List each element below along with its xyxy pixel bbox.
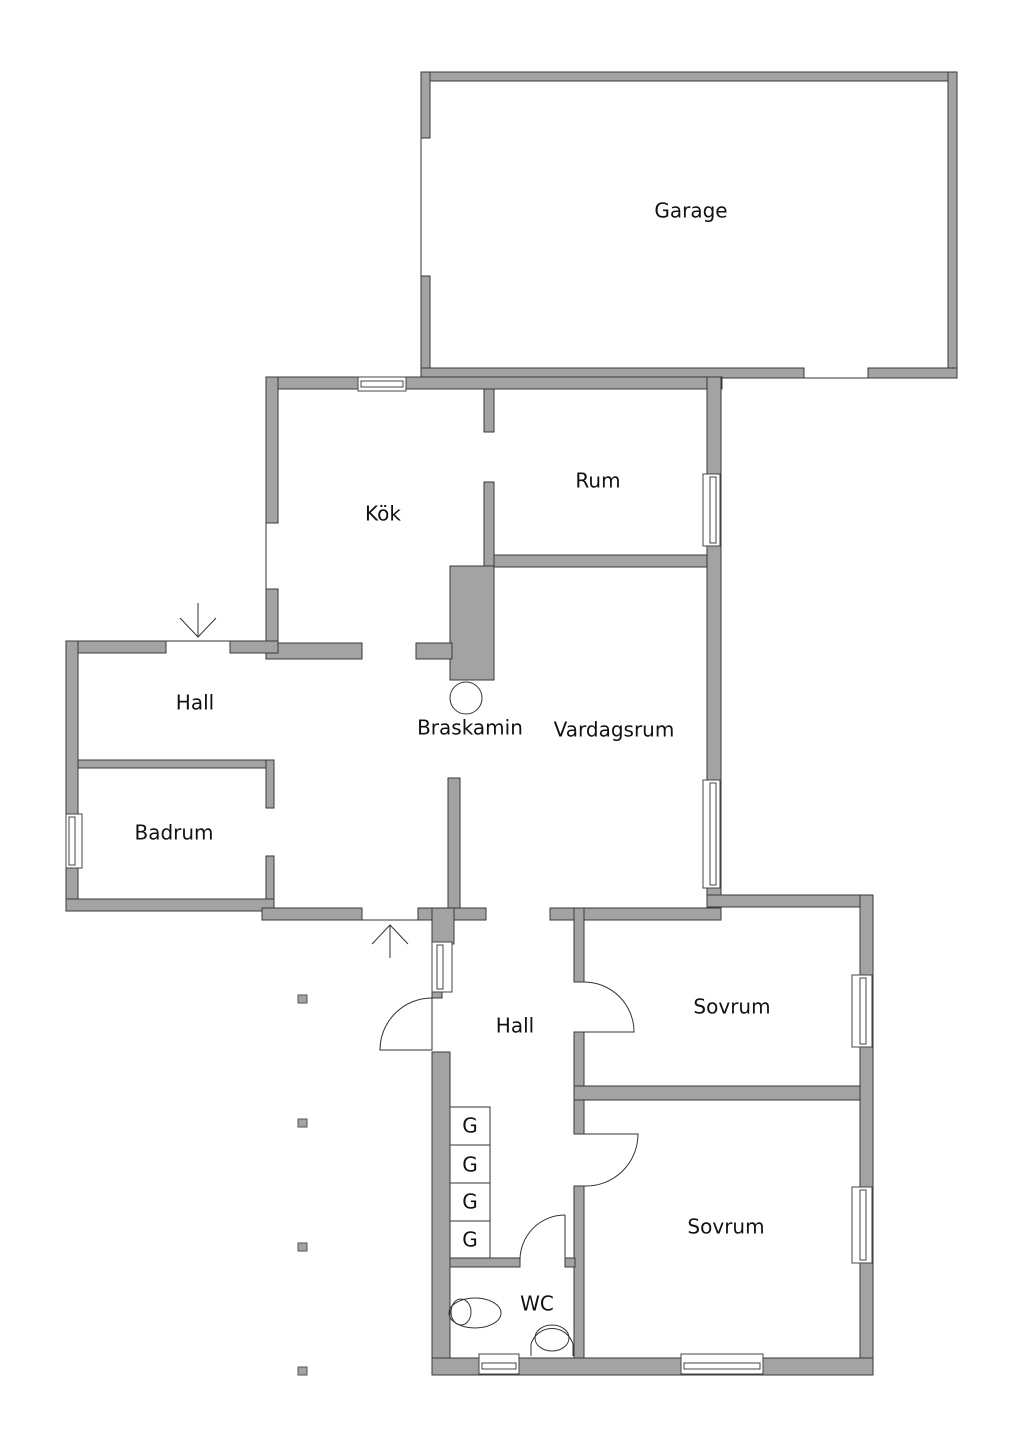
window-badrum [65,813,83,869]
window-sovrum-upper [851,974,873,1048]
room-label-badrum: Badrum [134,821,213,845]
cabinet-label: G [462,1228,478,1252]
window-rum [702,473,721,547]
doors [379,981,639,1261]
cabinet-label: G [462,1153,478,1177]
room-label-rum: Rum [575,469,620,493]
room-label-sovrum-upper: Sovrum [693,995,770,1019]
room-label-garage: Garage [654,199,727,223]
garage-walls [420,71,958,381]
cabinet-label: G [462,1190,478,1214]
cabinets [449,1106,491,1259]
house-walls [65,376,874,1376]
stove-icon [449,681,483,715]
door-swing-sovrum-upper [583,981,635,1033]
room-label-wc: WC [520,1292,554,1316]
window-sovrum-bottom [680,1353,764,1375]
window-sovrum-lower [851,1186,873,1264]
entrance-arrow-north-icon [179,603,217,638]
door-swing-sovrum-lower [583,1133,639,1187]
door-swing-wc [519,1214,566,1261]
window-kitchen-top [357,376,407,392]
door-swing-entrance [379,997,433,1051]
room-label-hall-west: Hall [176,691,214,715]
room-label-hall-center: Hall [496,1014,534,1038]
entrance-arrow-south-icon [371,924,409,958]
toilet-icon [448,1297,502,1329]
room-label-kok: Kök [365,502,401,526]
sink-icon [530,1324,574,1356]
window-vardagsrum [702,779,721,889]
fence-posts [297,994,308,1376]
windows [65,376,873,1375]
room-label-sovrum-lower: Sovrum [687,1215,764,1239]
room-label-braskamin: Braskamin [417,716,523,740]
cabinet-label: G [462,1114,478,1138]
window-hall-center [431,941,453,993]
room-label-vardagsrum: Vardagsrum [554,718,675,742]
window-wc [478,1353,520,1375]
